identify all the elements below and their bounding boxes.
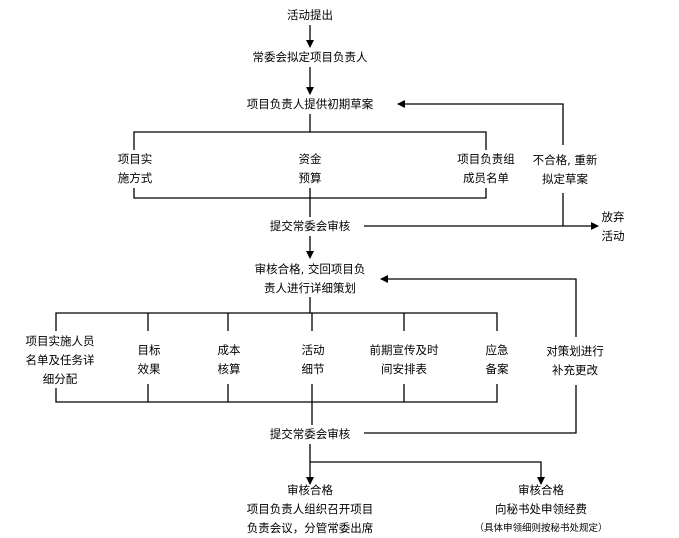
node-text: 施方式 bbox=[117, 171, 153, 185]
node-submit-review-2: 提交常委会审核 bbox=[270, 425, 351, 444]
node-text: 活动 bbox=[301, 343, 325, 357]
node-promo-schedule: 前期宣传及时间安排表 bbox=[370, 341, 439, 379]
node-text: 项目负责人组织召开项目 bbox=[246, 502, 374, 516]
node-member-list: 项目负责组成员名单 bbox=[457, 150, 515, 188]
node-text: 向秘书处申领经费 bbox=[494, 502, 587, 516]
node-text: 常委会拟定项目负责人 bbox=[252, 50, 368, 64]
node-text: 项目负责人提供初期草案 bbox=[246, 97, 374, 111]
arrow-submit2-to-funds bbox=[310, 461, 545, 485]
node-reject-redraft: 不合格, 重新拟定草案 bbox=[533, 151, 598, 189]
node-text: 项目实 bbox=[117, 152, 153, 166]
loop-revise-up bbox=[380, 275, 577, 337]
node-text: 备案 bbox=[485, 362, 509, 376]
node-approved-detail: 审核合格, 交回项目负责人进行详细策划 bbox=[255, 260, 366, 298]
node-text: 间安排表 bbox=[381, 362, 427, 376]
node-note: （具体申领细则按秘书处规定） bbox=[474, 523, 608, 534]
node-impl-method: 项目实施方式 bbox=[118, 150, 153, 188]
node-contingency: 应急备案 bbox=[486, 341, 509, 379]
node-text: 项目负责组 bbox=[457, 152, 515, 166]
node-approved-funds: 审核合格向秘书处申领经费 （具体申领细则按秘书处规定） bbox=[474, 481, 607, 538]
node-initial-draft: 项目负责人提供初期草案 bbox=[247, 95, 374, 114]
node-text: 细节 bbox=[301, 362, 325, 376]
node-text: 补充更改 bbox=[552, 363, 598, 377]
node-text: 提交常委会审核 bbox=[269, 427, 351, 441]
node-submit-review-1: 提交常委会审核 bbox=[270, 217, 351, 236]
node-abandon: 放弃活动 bbox=[602, 208, 625, 246]
node-goal-effect: 目标效果 bbox=[138, 341, 161, 379]
bracket-top-2 bbox=[55, 312, 498, 331]
node-activity-details: 活动细节 bbox=[302, 341, 325, 379]
node-text: 活动 bbox=[601, 229, 625, 243]
node-text: 资金 bbox=[298, 152, 322, 166]
node-staff-tasks: 项目实施人员名单及任务详细分配 bbox=[26, 332, 95, 389]
node-approved-meeting: 审核合格项目负责人组织召开项目负责会议，分管常委出席 bbox=[247, 481, 374, 538]
node-text: 目标 bbox=[137, 343, 161, 357]
loop-revise-down bbox=[364, 385, 577, 434]
node-text: 审核合格, 交回项目负 bbox=[254, 262, 366, 276]
node-revise-plan: 对策划进行补充更改 bbox=[546, 342, 604, 380]
node-text: 预算 bbox=[298, 171, 322, 185]
node-text: 成员名单 bbox=[463, 171, 509, 185]
bracket-bottom-2 bbox=[55, 384, 498, 403]
node-text: 责人进行详细策划 bbox=[264, 281, 356, 295]
loop-redraft-up bbox=[397, 100, 564, 145]
node-text: 对策划进行 bbox=[546, 344, 604, 358]
node-text: 成本 bbox=[217, 343, 241, 357]
node-text: 名单及任务详 bbox=[25, 353, 95, 367]
node-text: 提交常委会审核 bbox=[269, 219, 351, 233]
node-text: 核算 bbox=[217, 362, 241, 376]
node-budget: 资金预算 bbox=[299, 150, 322, 188]
node-cost-accounting: 成本核算 bbox=[218, 341, 241, 379]
node-committee-assign: 常委会拟定项目负责人 bbox=[253, 48, 368, 67]
node-text: 效果 bbox=[137, 362, 161, 376]
bracket-top-1 bbox=[133, 131, 487, 150]
node-text: 审核合格 bbox=[517, 483, 564, 497]
node-text: 拟定草案 bbox=[542, 172, 588, 186]
node-text: 不合格, 重新 bbox=[532, 153, 598, 167]
node-text: 放弃 bbox=[601, 210, 625, 224]
node-text: 前期宣传及时 bbox=[369, 343, 439, 357]
node-text: 项目实施人员 bbox=[25, 334, 95, 348]
node-start: 活动提出 bbox=[287, 6, 333, 25]
node-text: 活动提出 bbox=[287, 8, 333, 22]
node-text: 应急 bbox=[485, 343, 509, 357]
node-text: 细分配 bbox=[42, 372, 78, 386]
node-text: 负责会议，分管常委出席 bbox=[246, 521, 374, 535]
node-text: 审核合格 bbox=[287, 483, 333, 497]
